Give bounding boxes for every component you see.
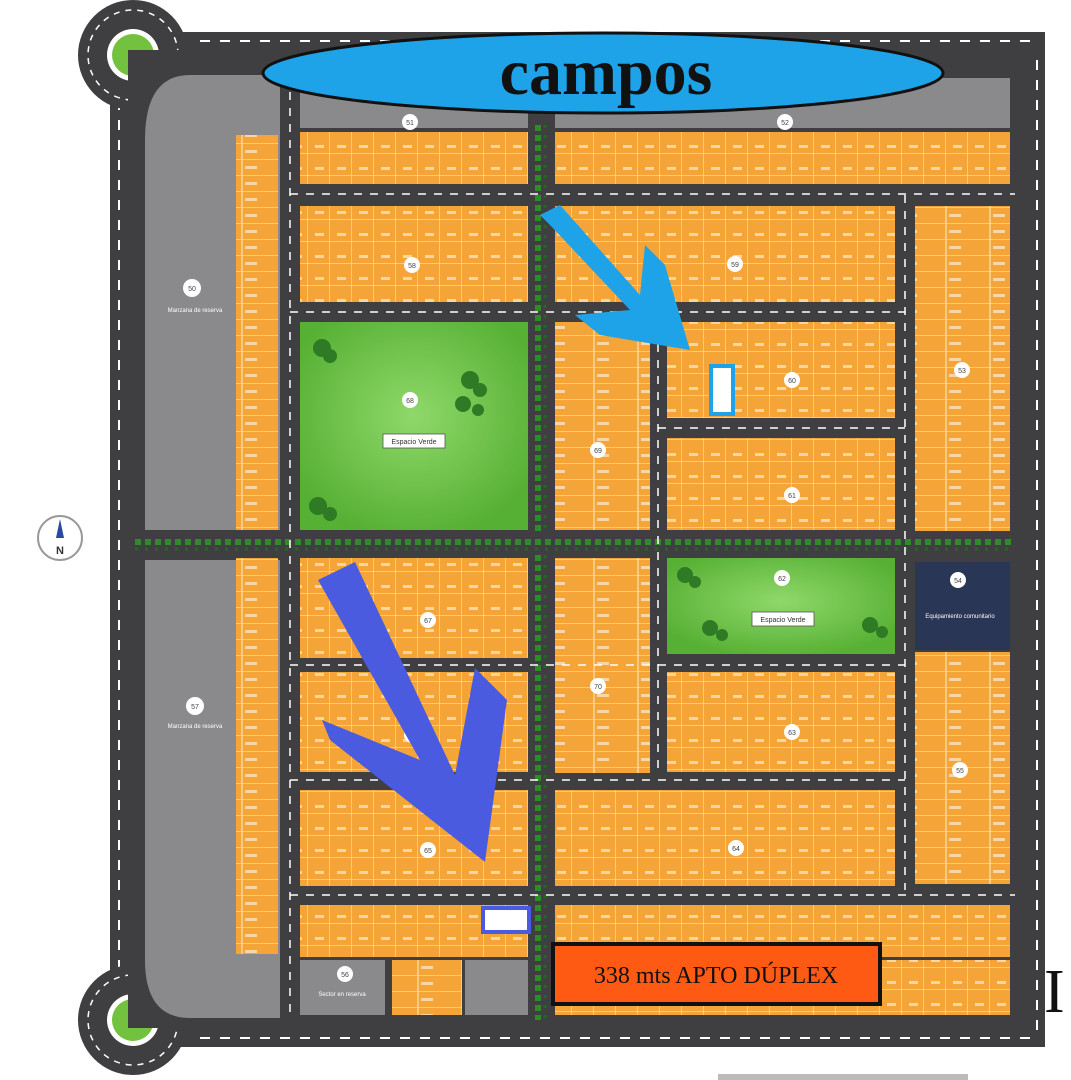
block-52-number: 52 (781, 120, 789, 127)
sector-reserve-label: Sector en reserva (318, 992, 366, 998)
block-54-number: 54 (954, 578, 962, 585)
bottom-reserve-mid (465, 960, 528, 1015)
block-51-number: 51 (406, 120, 414, 127)
park-big: 68 Espacio Verde (300, 322, 528, 530)
block-67-number: 67 (424, 618, 432, 625)
block-69-number: 69 (594, 448, 602, 455)
block-60-number: 60 (788, 378, 796, 385)
highlighted-lot-marker-upper (709, 364, 735, 416)
compass: N (37, 515, 83, 561)
block-60 (667, 322, 895, 418)
west-lot-strip-bottom (236, 558, 278, 954)
block-58-number: 58 (408, 263, 416, 270)
community-block: 54 Equipamiento comunitario (915, 562, 1010, 650)
block-61 (667, 438, 895, 530)
block-number-badges: 58 59 53 69 60 61 67 70 66 63 65 64 55 (404, 256, 970, 858)
callout-box: 338 mts APTO DÚPLEX (551, 942, 882, 1006)
map-title: campos (500, 36, 713, 109)
title-banner: campos (261, 31, 945, 115)
compass-needle-icon (56, 519, 64, 538)
reserve-bottom-label: Manzana de reserva (168, 724, 223, 730)
block-63-number: 63 (788, 730, 796, 737)
compass-north-label: N (56, 545, 64, 557)
block-55-number: 55 (956, 768, 964, 775)
block-56-number: 56 (341, 972, 349, 979)
block-53-number: 53 (958, 368, 966, 375)
block-59-number: 59 (731, 262, 739, 269)
tree-avenue-vertical (530, 120, 550, 1030)
side-letter: I (1044, 958, 1065, 1026)
block-65-number: 65 (424, 848, 432, 855)
bottom-edge-fragment (718, 1074, 968, 1080)
park-big-label: Espacio Verde (391, 439, 436, 446)
reserve-top-label: Manzana de reserva (168, 308, 223, 314)
block-63 (667, 672, 895, 772)
block-70-number: 70 (594, 684, 602, 691)
block-51 (300, 132, 528, 184)
block-50-number: 50 (188, 286, 196, 293)
block-69 (555, 322, 650, 530)
block-61-number: 61 (788, 493, 796, 500)
community-label: Equipamiento comunitario (925, 614, 995, 620)
park-small-label: Espacio Verde (760, 617, 805, 624)
block-52 (555, 132, 1010, 184)
block-62-number: 62 (778, 576, 786, 583)
block-64-number: 64 (732, 846, 740, 853)
highlighted-lot-marker-lower (481, 906, 531, 934)
block-64 (555, 790, 895, 886)
block-bottom-strip (392, 960, 462, 1015)
block-58 (300, 206, 528, 302)
west-lot-strip-top (236, 135, 278, 530)
arrow-light-blue (540, 205, 690, 350)
block-59 (555, 206, 895, 302)
block-57-number: 57 (191, 704, 199, 711)
park-small: 62 Espacio Verde (667, 558, 895, 654)
block-68-number: 68 (406, 398, 414, 405)
tree-avenue-horizontal (128, 535, 1028, 555)
callout-text: 338 mts APTO DÚPLEX (594, 962, 838, 989)
arrow-dark-blue (318, 562, 507, 862)
block-70 (555, 558, 650, 773)
